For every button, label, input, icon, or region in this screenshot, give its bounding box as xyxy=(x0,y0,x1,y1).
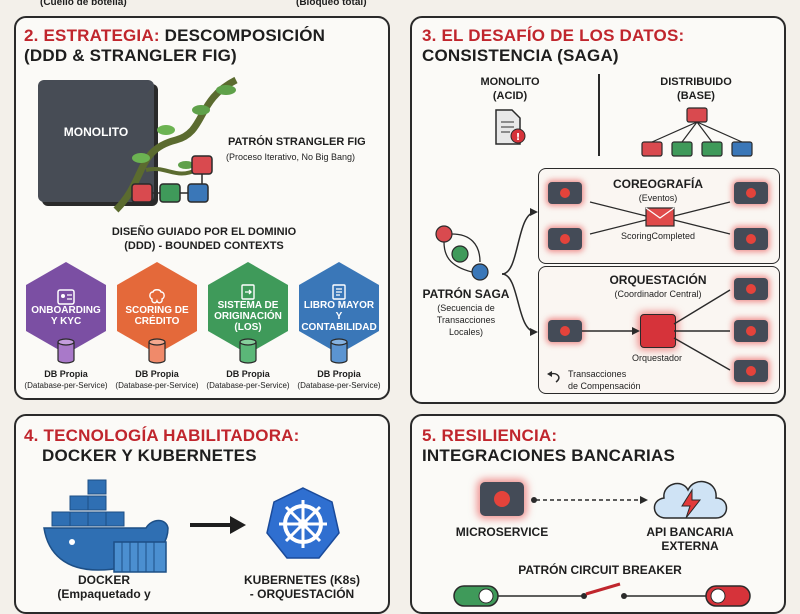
document-alert-icon: ! xyxy=(495,109,526,145)
db-label-4-line2: (Database-per-Service) xyxy=(297,381,381,390)
db-label-2-line2: (Database-per-Service) xyxy=(115,381,199,390)
acid-base-divider xyxy=(598,74,600,156)
orq-server-left xyxy=(548,320,582,342)
cloud-lightning-icon xyxy=(653,480,728,519)
coreo-server-bl xyxy=(548,228,582,250)
saga-sub-1: (Secuencia de xyxy=(437,303,495,313)
orq-server-r1 xyxy=(734,278,768,300)
panel4-title: 4. TECNOLOGÍA HABILITADORA: DOCKER Y KUB… xyxy=(24,426,300,465)
circuit-breaker-icon xyxy=(453,582,751,607)
docker-whale-icon xyxy=(43,479,169,573)
docker-label-line2: (Empaquetado y xyxy=(57,587,151,601)
panel-resilience: 5. RESILIENCIA: INTEGRACIONES BANCARIAS … xyxy=(410,414,786,614)
event-label: ScoringCompleted xyxy=(620,231,696,241)
saga-cycle-icon xyxy=(435,225,489,281)
choreography-sub: (Eventos) xyxy=(638,193,678,203)
coreo-server-br xyxy=(734,228,768,250)
panel-strategy: 2. ESTRATEGIA: DESCOMPOSICIÓN (DDD & STR… xyxy=(14,16,390,400)
k8s-label-line1: KUBERNETES (K8s) xyxy=(243,573,361,587)
svg-text:!: ! xyxy=(516,132,521,143)
compensation-line1: Transacciones xyxy=(568,369,627,379)
db-cylinders-icon xyxy=(57,338,348,364)
distributed-tree-icon xyxy=(641,107,753,157)
saga-branch-arrows xyxy=(501,208,538,336)
compensation-undo-icon xyxy=(547,371,560,383)
envelope-event-icon xyxy=(589,201,731,235)
right-arrow-icon xyxy=(190,516,246,534)
orchestration-sub: (Coordinador Central) xyxy=(614,289,702,299)
distributed-base-line2: (BASE) xyxy=(677,90,715,102)
k8s-label-line2: - ORQUESTACIÓN xyxy=(249,587,355,601)
ddd-title-line2: (DDD) - BOUNDED CONTEXTS xyxy=(124,240,284,252)
saga-title: PATRÓN SAGA xyxy=(422,287,510,301)
saga-sub-2: Transacciones xyxy=(436,315,496,325)
panel3-title: 3. EL DESAFÍO DE LOS DATOS: CONSISTENCIA… xyxy=(422,26,685,65)
coreo-server-tr xyxy=(734,182,768,204)
document-arrow-icon xyxy=(241,283,255,300)
coreo-server-tl xyxy=(548,182,582,204)
top-fragment-left: (Cuello de botella) xyxy=(40,0,127,8)
compensation-line2: de Compensación xyxy=(568,381,641,391)
api-label-line2: EXTERNA xyxy=(661,539,719,553)
db-label-1-line2: (Database-per-Service) xyxy=(24,381,108,390)
orchestrator-node xyxy=(640,314,676,348)
ledger-icon xyxy=(332,283,346,300)
saga-sub-3: Locales) xyxy=(448,327,484,337)
strangler-title: PATRÓN STRANGLER FIG xyxy=(228,136,366,148)
docker-label-line1: DOCKER xyxy=(77,573,131,587)
top-fragment-right: (Bloqueo total) xyxy=(296,0,367,8)
panel2-title: 2. ESTRATEGIA: DESCOMPOSICIÓN (DDD & STR… xyxy=(24,26,326,65)
ddd-title-line1: DISEÑO GUIADO POR EL DOMINIO xyxy=(111,226,297,238)
monolith-acid-line2: (ACID) xyxy=(492,90,528,102)
db-label-4-line1: DB Propia xyxy=(317,369,361,379)
microservice-node xyxy=(480,482,524,516)
panel5-title: 5. RESILIENCIA: INTEGRACIONES BANCARIAS xyxy=(422,426,676,465)
choreography-title: COREOGRAFÍA xyxy=(613,177,703,191)
orq-server-r2 xyxy=(734,320,768,342)
orchestration-title: ORQUESTACIÓN xyxy=(609,273,707,287)
orq-server-r3 xyxy=(734,360,768,382)
dashed-connection xyxy=(531,496,648,504)
microservice-node-core xyxy=(494,491,510,507)
api-label-line1: API BANCARIA xyxy=(646,525,734,539)
id-card-icon xyxy=(57,289,75,305)
db-label-2-line1: DB Propia xyxy=(135,369,179,379)
db-label-3-line2: (Database-per-Service) xyxy=(206,381,290,390)
db-label-3-line1: DB Propia xyxy=(226,369,270,379)
orchestrator-label: Orquestador xyxy=(631,353,683,363)
orchestration-arrows xyxy=(582,289,731,371)
kubernetes-helm-icon xyxy=(266,487,340,559)
db-label-1-line1: DB Propia xyxy=(44,369,88,379)
panel-data-challenge: 3. EL DESAFÍO DE LOS DATOS: CONSISTENCIA… xyxy=(410,16,786,404)
monolith-acid-line1: MONOLITO xyxy=(480,76,540,88)
panel-technology: 4. TECNOLOGÍA HABILITADORA: DOCKER Y KUB… xyxy=(14,414,390,614)
distributed-base-line1: DISTRIBUIDO xyxy=(660,76,732,88)
circuit-breaker-title: PATRÓN CIRCUIT BREAKER xyxy=(518,563,682,577)
service-boxes-icon xyxy=(131,155,213,203)
brain-icon xyxy=(149,289,165,304)
monolith-label: MONOLITO xyxy=(63,125,129,139)
strangler-subtitle: (Proceso Iterativo, No Big Bang) xyxy=(226,152,356,162)
microservice-label: MICROSERVICE xyxy=(455,525,549,539)
